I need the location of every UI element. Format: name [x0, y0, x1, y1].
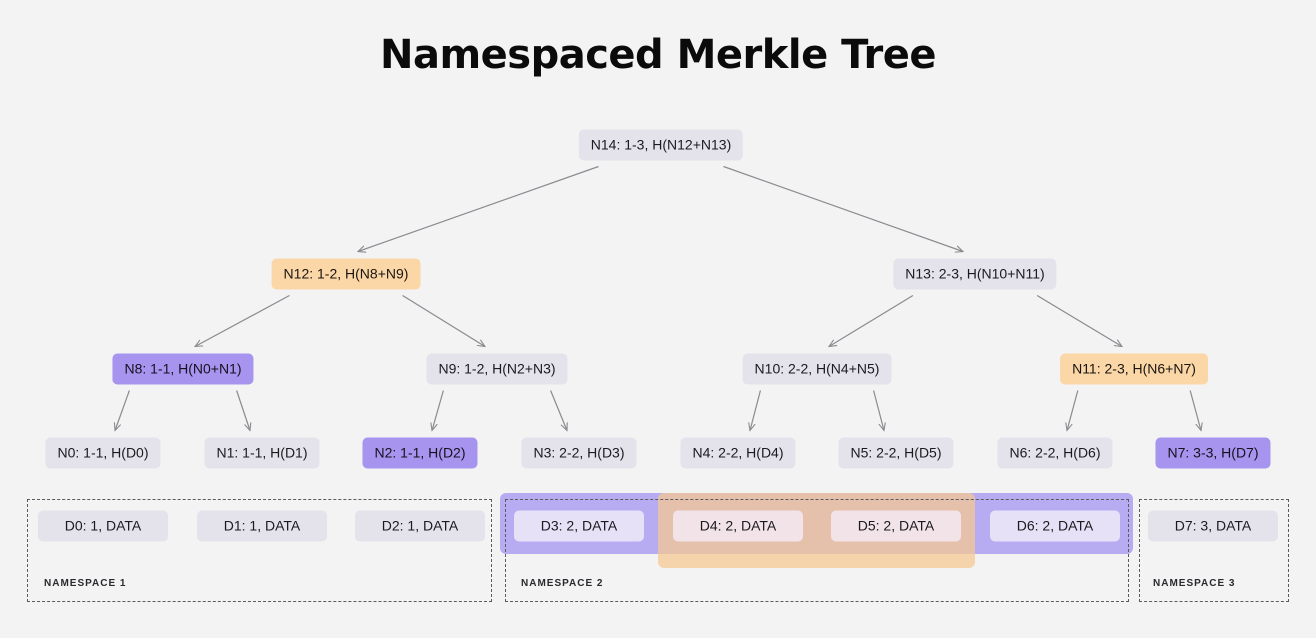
edge-n9-n2 — [432, 390, 444, 431]
namespace-1-box — [27, 499, 492, 602]
data-d2: D2: 1, DATA — [355, 510, 485, 542]
node-n10: N10: 2-2, H(N4+N5) — [742, 353, 892, 385]
node-n9: N9: 1-2, H(N2+N3) — [426, 353, 568, 385]
data-d0: D0: 1, DATA — [38, 510, 168, 542]
namespace-3-label: NAMESPACE 3 — [1153, 578, 1236, 589]
edge-n10-n4 — [750, 390, 762, 431]
edge-n13-n10 — [829, 294, 914, 347]
namespace-3-box — [1139, 499, 1289, 602]
data-d7: D7: 3, DATA — [1148, 510, 1278, 542]
diagram-title: Namespaced Merkle Tree — [379, 32, 937, 78]
edge-n14-n13 — [723, 165, 963, 252]
node-n1: N1: 1-1, H(D1) — [204, 437, 320, 469]
edge-n8-n1 — [236, 390, 250, 431]
node-n7: N7: 3-3, H(D7) — [1155, 437, 1271, 469]
edge-n13-n11 — [1036, 294, 1122, 347]
node-n11: N11: 2-3, H(N6+N7) — [1060, 353, 1208, 385]
node-n12: N12: 1-2, H(N8+N9) — [271, 258, 421, 290]
edge-n8-n0 — [115, 390, 130, 431]
data-d3: D3: 2, DATA — [514, 510, 644, 542]
data-d5: D5: 2, DATA — [831, 510, 961, 542]
edge-n9-n3 — [550, 390, 567, 431]
data-d1: D1: 1, DATA — [197, 510, 327, 542]
node-n2: N2: 1-1, H(D2) — [362, 437, 478, 469]
namespace-1-label: NAMESPACE 1 — [44, 578, 127, 589]
edge-n10-n5 — [872, 390, 884, 431]
node-n8: N8: 1-1, H(N0+N1) — [112, 353, 254, 385]
node-n13: N13: 2-3, H(N10+N11) — [893, 258, 1057, 290]
node-n0: N0: 1-1, H(D0) — [45, 437, 161, 469]
edge-n12-n9 — [402, 294, 485, 347]
edge-n12-n8 — [195, 294, 290, 347]
node-n4: N4: 2-2, H(D4) — [680, 437, 796, 469]
namespace-2-label: NAMESPACE 2 — [521, 578, 604, 589]
edge-n14-n12 — [358, 165, 599, 252]
node-n6: N6: 2-2, H(D6) — [997, 437, 1113, 469]
edge-n11-n7 — [1189, 390, 1201, 431]
namespace-2-box — [505, 499, 1129, 602]
node-n14: N14: 1-3, H(N12+N13) — [578, 129, 744, 161]
data-d6: D6: 2, DATA — [990, 510, 1120, 542]
edge-n11-n6 — [1067, 390, 1079, 431]
node-n3: N3: 2-2, H(D3) — [521, 437, 637, 469]
node-n5: N5: 2-2, H(D5) — [838, 437, 954, 469]
data-d4: D4: 2, DATA — [673, 510, 803, 542]
